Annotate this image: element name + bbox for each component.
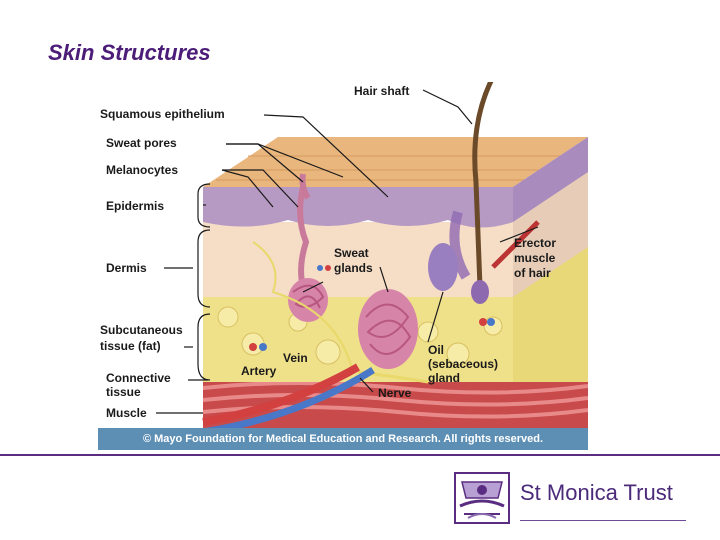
- label-hair-shaft: Hair shaft: [354, 84, 409, 98]
- label-artery: Artery: [241, 364, 277, 378]
- label-sweat: Sweat: [334, 246, 369, 260]
- skin-surface: [203, 137, 588, 187]
- organization-underline: [520, 520, 686, 521]
- copyright-text: © Mayo Foundation for Medical Education …: [142, 433, 544, 445]
- sweat-gland-duct: [297, 173, 311, 288]
- skin-cross-section-illustration: Hair shaft Squamous epithelium Sweat por…: [100, 82, 588, 436]
- right-side-block: [513, 137, 588, 382]
- label-muscle: Muscle: [106, 406, 147, 420]
- label-oil: Oil: [428, 343, 444, 357]
- organization-name: St Monica Trust: [520, 480, 673, 505]
- label-subcutaneous: Subcutaneous: [100, 323, 183, 337]
- label-dermis: Dermis: [106, 261, 147, 275]
- epidermis-layer: [203, 187, 513, 228]
- label-connective: Connective: [106, 371, 171, 385]
- label-sweat-pores: Sweat pores: [106, 136, 177, 150]
- label-vein: Vein: [283, 351, 308, 365]
- label-epidermis: Epidermis: [106, 199, 164, 213]
- label-muscle-of: muscle: [514, 251, 556, 265]
- copyright-bar: © Mayo Foundation for Medical Education …: [98, 428, 588, 450]
- slide-title: Skin Structures: [48, 40, 211, 65]
- blood-vessels: [202, 265, 495, 436]
- label-glands: glands: [334, 261, 373, 275]
- label-melanocytes: Melanocytes: [106, 163, 178, 177]
- label-sebaceous: (sebaceous): [428, 357, 498, 371]
- label-connective-tissue: tissue: [106, 385, 141, 399]
- label-gland: gland: [428, 371, 460, 385]
- label-squamous-epithelium: Squamous epithelium: [100, 107, 225, 121]
- st-monica-trust-crest-icon: [454, 472, 510, 524]
- oil-gland: [428, 243, 458, 291]
- sweat-gland-coils: [288, 278, 418, 369]
- skin-diagram: Hair shaft Squamous epithelium Sweat por…: [98, 82, 588, 452]
- label-of-hair: of hair: [514, 266, 551, 280]
- label-nerve: Nerve: [378, 386, 412, 400]
- footer-divider: [0, 454, 720, 456]
- label-tissue-fat: tissue (fat): [100, 339, 161, 353]
- label-erector: Erector: [514, 236, 556, 250]
- leader-lines: [156, 89, 539, 414]
